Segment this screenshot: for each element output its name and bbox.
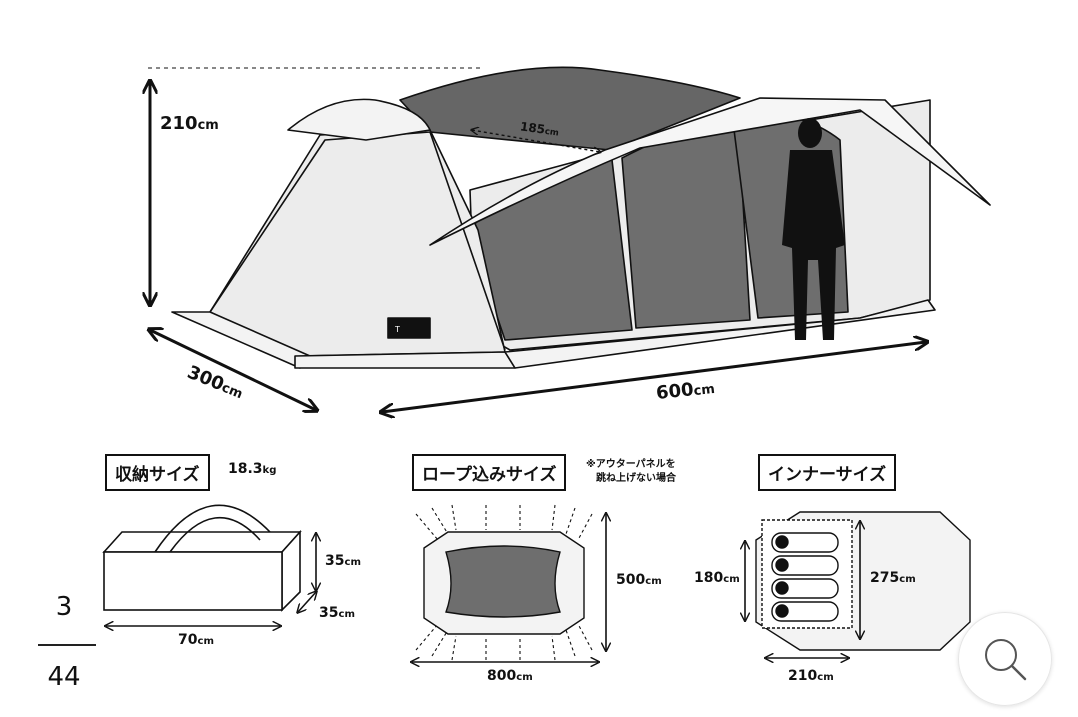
roped-size-title: ロープ込みサイズ [412,454,567,491]
packed-depth-value: 35 [319,605,339,621]
inner-depth-value: 180 [694,570,724,586]
tent-drawing: T [171,66,991,369]
inner-width-unit: cm [817,672,834,683]
page-total: 44 [47,662,81,692]
packed-bag-drawing [102,504,302,612]
roped-width-value: 800 [487,668,517,684]
roped-depth-unit: cm [645,576,662,587]
height-label: 210cm [160,113,219,134]
height-unit: cm [197,118,219,133]
inner-length-value: 275 [870,570,900,586]
page-current: 3 [55,592,73,622]
inner-dimension-arrows [745,522,860,658]
zoom-button[interactable] [958,612,1052,706]
packed-width-value: 70 [178,632,198,648]
packed-weight-value: 18.3 [228,461,263,477]
inner-size-title: インナーサイズ [758,454,897,491]
packed-depth-label: 35cm [319,605,355,621]
packed-weight-unit: kg [262,465,277,476]
packed-width-unit: cm [197,636,214,647]
roped-width-unit: cm [516,672,533,683]
packed-depth-unit: cm [338,609,355,620]
packed-height-label: 35cm [325,553,361,569]
inner-depth-unit: cm [723,574,740,585]
roped-dimension-arrows [412,514,606,662]
packed-height-unit: cm [344,557,361,568]
height-value: 210 [160,113,198,134]
packed-width-label: 70cm [178,632,214,648]
person-silhouette [782,118,845,340]
svg-text:T: T [394,325,400,334]
inner-length-unit: cm [899,574,916,585]
roped-note-line2: 跳ね上げない場合 [596,473,676,484]
length-value: 600 [655,379,695,405]
inner-width-value: 210 [788,668,818,684]
inner-tent-drawing [755,511,971,651]
roped-depth-label: 500cm [616,572,662,588]
packed-height-value: 35 [325,553,345,569]
inner-length-label: 275cm [870,570,916,586]
inner-width-label: 210cm [788,668,834,684]
tent-dimension-arrows [148,67,926,412]
magnifier-icon [985,639,1027,681]
roped-note-line1: ※アウターパネルを [586,459,676,470]
inner-depth-label: 180cm [694,570,740,586]
roped-depth-value: 500 [616,572,646,588]
packed-size-title: 収納サイズ [105,454,210,491]
length-unit: cm [692,381,716,400]
roped-width-label: 800cm [487,668,533,684]
inner-width-unit: cm [544,126,560,139]
roped-footprint-drawing [415,504,593,661]
packed-weight: 18.3kg [228,461,276,477]
roped-note: ※アウターパネルを 跳ね上げない場合 [586,458,676,486]
page-divider [38,644,96,646]
packed-dimension-arrows [106,534,316,626]
